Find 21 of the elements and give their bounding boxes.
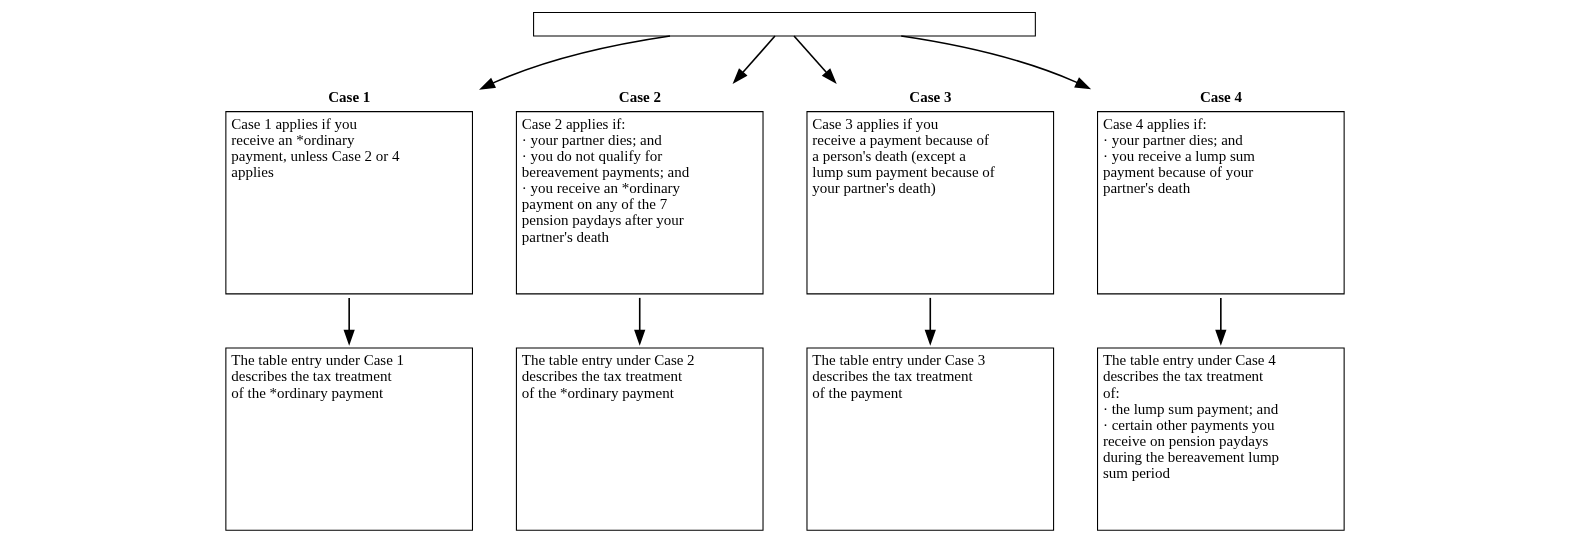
node-box: Case 3 applies if you receive a payment because of a person's death (except a lump sum payment because of your partner's death): [805, 111, 1054, 295]
arrow: [1214, 297, 1226, 346]
node-label: Case 3: [908, 89, 951, 106]
node-box: The table entry under Case 1 describes the tax treatment of the *ordinary payment: [224, 347, 473, 531]
node-label: Case 2: [618, 89, 661, 106]
node-box: Case 4 applies if: · your partner dies; and · you receive a lump sum payment because of your partner's death: [1096, 111, 1345, 295]
node-label: Case 1: [327, 89, 370, 106]
node-box: The table entry under Case 4 describes the tax treatment of: · the lump sum payment; and · certain other payments you receive on pension paydays during the bereavement lump sum period: [1096, 347, 1345, 531]
arrow: [732, 35, 776, 84]
arrow: [899, 35, 1091, 90]
node-box: The table entry under Case 2 describes the tax treatment of the *ordinary payment: [515, 347, 764, 531]
arrow: [478, 35, 671, 90]
node-label: Case 4: [1199, 89, 1242, 106]
node-box: [532, 11, 1036, 37]
arrow: [924, 297, 936, 346]
arrow: [792, 35, 837, 84]
node-box: Case 2 applies if: · your partner dies; and · you do not qualify for bereavement payments; and · you receive an *ordinary payment on any of the 7 pension paydays after your partner's death: [515, 111, 764, 295]
arrow: [343, 297, 355, 346]
arrow: [633, 297, 645, 346]
node-box: The table entry under Case 3 describes the tax treatment of the payment: [805, 347, 1054, 531]
node-box: Case 1 applies if you receive an *ordinary payment, unless Case 2 or 4 applies: [224, 111, 473, 295]
